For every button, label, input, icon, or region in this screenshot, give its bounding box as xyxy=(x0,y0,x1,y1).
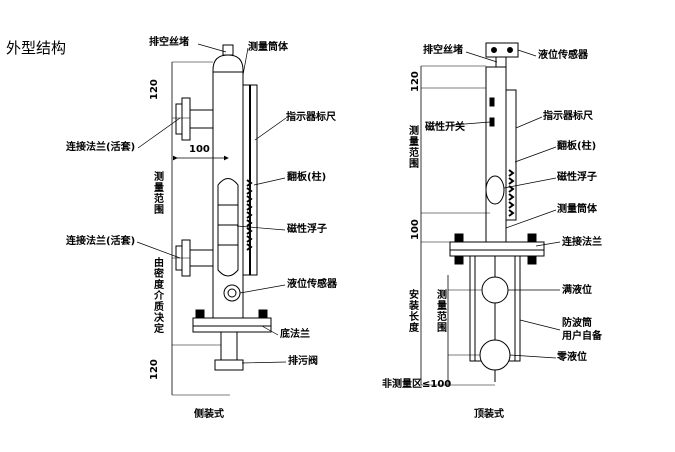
top-zero-level-float xyxy=(479,339,511,371)
top-label-measure-tube: 测量筒体 xyxy=(557,204,597,215)
side-dim-bottom: 120 xyxy=(149,359,160,380)
side-label-flap: 翻板(柱) xyxy=(287,172,327,183)
page-title: 外型结构 xyxy=(6,39,67,57)
side-label-base-flange: 底法兰 xyxy=(280,329,310,340)
top-install-length: 安装长度 xyxy=(409,290,419,334)
side-label-level-sensor: 液位传感器 xyxy=(287,279,337,290)
side-magnetic-float xyxy=(217,178,239,277)
side-label-magnetic-float: 磁性浮子 xyxy=(287,224,327,235)
top-mount-drawing xyxy=(420,42,561,386)
top-label-zero-level: 零液位 xyxy=(557,352,587,363)
top-caption: 顶装式 xyxy=(474,409,504,420)
top-indicator-housing xyxy=(505,89,517,221)
side-label-vent-plug: 排空丝堵 xyxy=(149,37,189,48)
top-dim-100: 100 xyxy=(410,219,421,240)
side-vent-plug xyxy=(222,44,234,56)
top-measure-range-upper: 测量范围 xyxy=(409,126,419,170)
side-level-sensor xyxy=(223,284,241,302)
top-label-indicator-ruler: 指示器标尺 xyxy=(543,111,593,122)
side-flange-top xyxy=(181,97,191,141)
top-dim-120: 120 xyxy=(410,71,421,92)
top-vent-plug xyxy=(495,56,507,68)
top-flange xyxy=(449,241,545,251)
top-label-wave-tube-1: 防波筒 xyxy=(562,318,592,329)
top-non-measure-zone: 非测量区≤100 xyxy=(382,379,452,390)
side-mount-drawing xyxy=(136,43,287,396)
top-level-sensor xyxy=(485,42,519,58)
top-label-magnetic-float: 磁性浮子 xyxy=(557,172,597,183)
top-magnetic-float xyxy=(485,175,505,205)
side-label-measure-tube: 测量筒体 xyxy=(248,42,288,53)
side-medium-density: 由密度介质决定 xyxy=(154,258,164,335)
top-label-flap: 翻板(柱) xyxy=(557,141,597,152)
top-label-level-sensor: 液位传感器 xyxy=(538,50,588,61)
side-dim-top: 120 xyxy=(149,79,160,100)
top-label-wave-tube-2: 用户自备 xyxy=(562,331,602,342)
side-caption: 侧装式 xyxy=(194,409,224,420)
side-label-indicator-ruler: 指示器标尺 xyxy=(286,112,336,123)
side-measure-range: 测量范围 xyxy=(154,172,164,216)
top-label-vent-plug: 排空丝堵 xyxy=(423,45,463,56)
top-label-flange: 连接法兰 xyxy=(562,237,602,248)
top-measure-range-lower: 测量范围 xyxy=(437,290,447,334)
top-upper-tube xyxy=(485,66,507,243)
side-base-flange xyxy=(192,317,272,327)
top-full-level-float xyxy=(481,276,509,304)
side-label-flange-bottom: 连接法兰(活套) xyxy=(66,236,136,247)
top-label-full-level: 满液位 xyxy=(562,285,592,296)
side-label-drain-valve: 排污阀 xyxy=(288,356,318,367)
side-drain-valve xyxy=(220,331,238,361)
side-dim-width: 100 xyxy=(189,144,210,155)
side-label-flange-top: 连接法兰(活套) xyxy=(66,142,136,153)
side-flap-column xyxy=(246,179,253,251)
top-label-magnetic-switch: 磁性开关 xyxy=(425,122,465,133)
